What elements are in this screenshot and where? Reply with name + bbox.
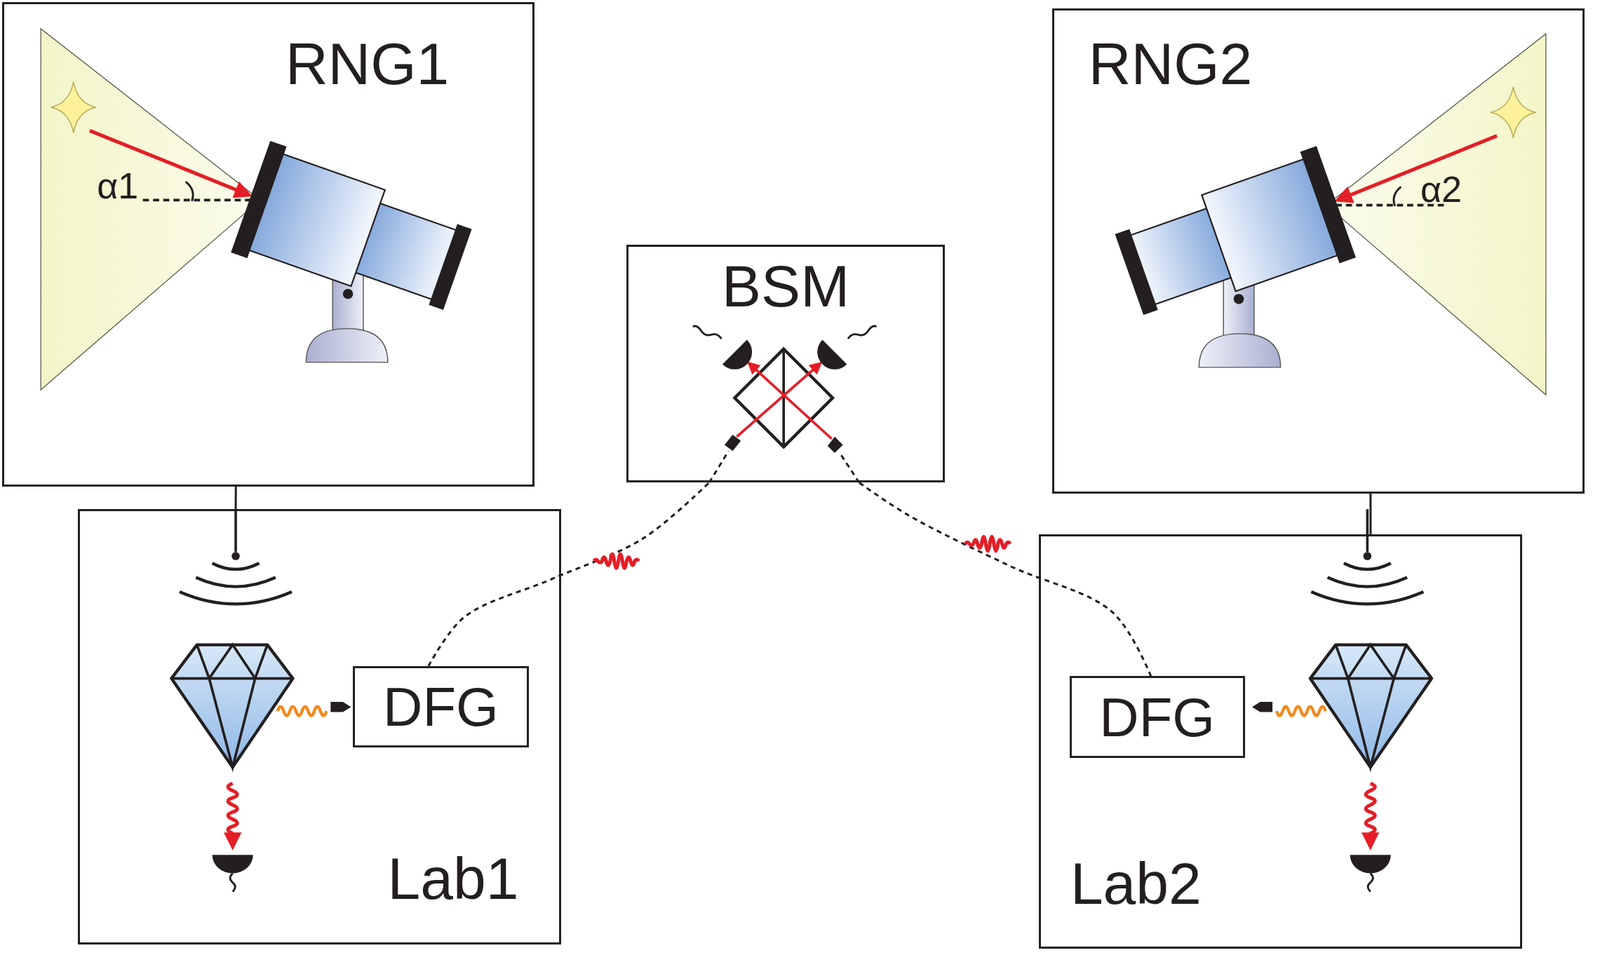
detector [722,340,759,377]
fiber-connector [709,434,860,483]
beam-splitter [734,349,833,448]
lab1-apparatus [171,509,351,893]
detector [693,326,877,377]
beam-splitter [749,363,832,440]
node-title: Lab2 [1070,854,1202,914]
bsm-box: BSM [626,244,945,483]
fiber-connector [839,453,860,483]
signal-wire [1369,493,1372,535]
dfg-box: DFG [1069,676,1246,758]
dfg-box: DFG [352,666,529,748]
lab2-apparatus [1252,509,1432,893]
optical-fiber [859,482,1152,677]
lab-box: Lab2 DFG [1038,534,1523,950]
beam-splitter [734,349,833,448]
detector [810,340,847,377]
detector [848,326,877,339]
rng-box: RNG2 [1052,8,1585,494]
angle-label: α1 [96,167,139,205]
signal-wire [234,486,238,510]
fiber-connector [827,437,844,454]
node-title: DFG [382,679,499,735]
detector [722,340,759,377]
lab-box: Lab1 DFG [77,509,562,945]
angle-label: α2 [1420,171,1462,208]
photon-wavepacket [594,554,640,569]
node-title: DFG [1099,690,1215,745]
node-title: Lab1 [387,849,520,909]
node-title: RNG2 [1088,34,1253,94]
photon-wavepacket [965,536,1011,551]
detector [693,326,722,339]
fiber-connector [724,434,741,452]
beam-splitter [736,363,820,438]
node-title: RNG1 [285,34,449,94]
node-title: BSM [721,256,850,316]
photon-wavepacket [594,536,1011,569]
rng1-telescope [40,28,477,391]
fiber-connector [709,451,729,483]
rng-box: RNG1 [2,2,535,487]
detector [810,340,847,377]
